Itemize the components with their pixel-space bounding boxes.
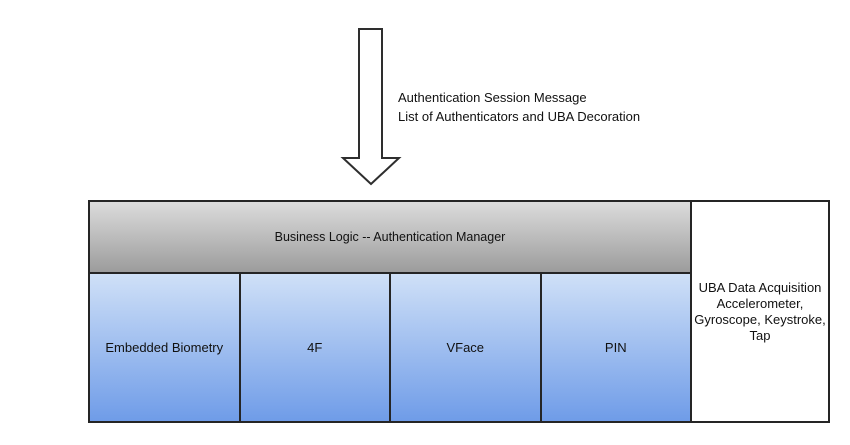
- uba-box-line: Accelerometer,: [716, 295, 804, 311]
- uba-box-line: Gyroscope, Keystroke,: [694, 311, 826, 327]
- arrow-label-line2: List of Authenticators and UBA Decoratio…: [398, 109, 641, 124]
- uba-box-line: Tap: [749, 327, 771, 343]
- authenticator-row: Embedded Biometry 4F VFace PIN: [90, 274, 690, 421]
- main-section: Business Logic -- Authentication Manager…: [90, 202, 690, 421]
- architecture-diagram: Business Logic -- Authentication Manager…: [88, 200, 830, 423]
- uba-box-line: UBA Data Acquisition: [698, 279, 822, 295]
- authenticator-box-4f: 4F: [240, 274, 391, 421]
- authenticator-box-vface: VFace: [391, 274, 542, 421]
- authenticator-box-pin: PIN: [541, 274, 690, 421]
- down-arrow-icon: [340, 28, 402, 186]
- authenticator-label: 4F: [307, 340, 323, 355]
- arrow-label-line1: Authentication Session Message: [398, 90, 587, 105]
- business-logic-box: Business Logic -- Authentication Manager: [90, 202, 690, 274]
- uba-data-acquisition-box: UBA Data Acquisition Accelerometer, Gyro…: [690, 202, 828, 421]
- authenticator-label: PIN: [604, 340, 627, 355]
- authenticator-label: Embedded Biometry: [105, 340, 224, 355]
- authenticator-label: VFace: [446, 340, 485, 355]
- authenticator-box-embedded-biometry: Embedded Biometry: [90, 274, 241, 421]
- business-logic-label: Business Logic -- Authentication Manager: [274, 230, 506, 244]
- arrow-label: Authentication Session Message List of A…: [398, 88, 640, 126]
